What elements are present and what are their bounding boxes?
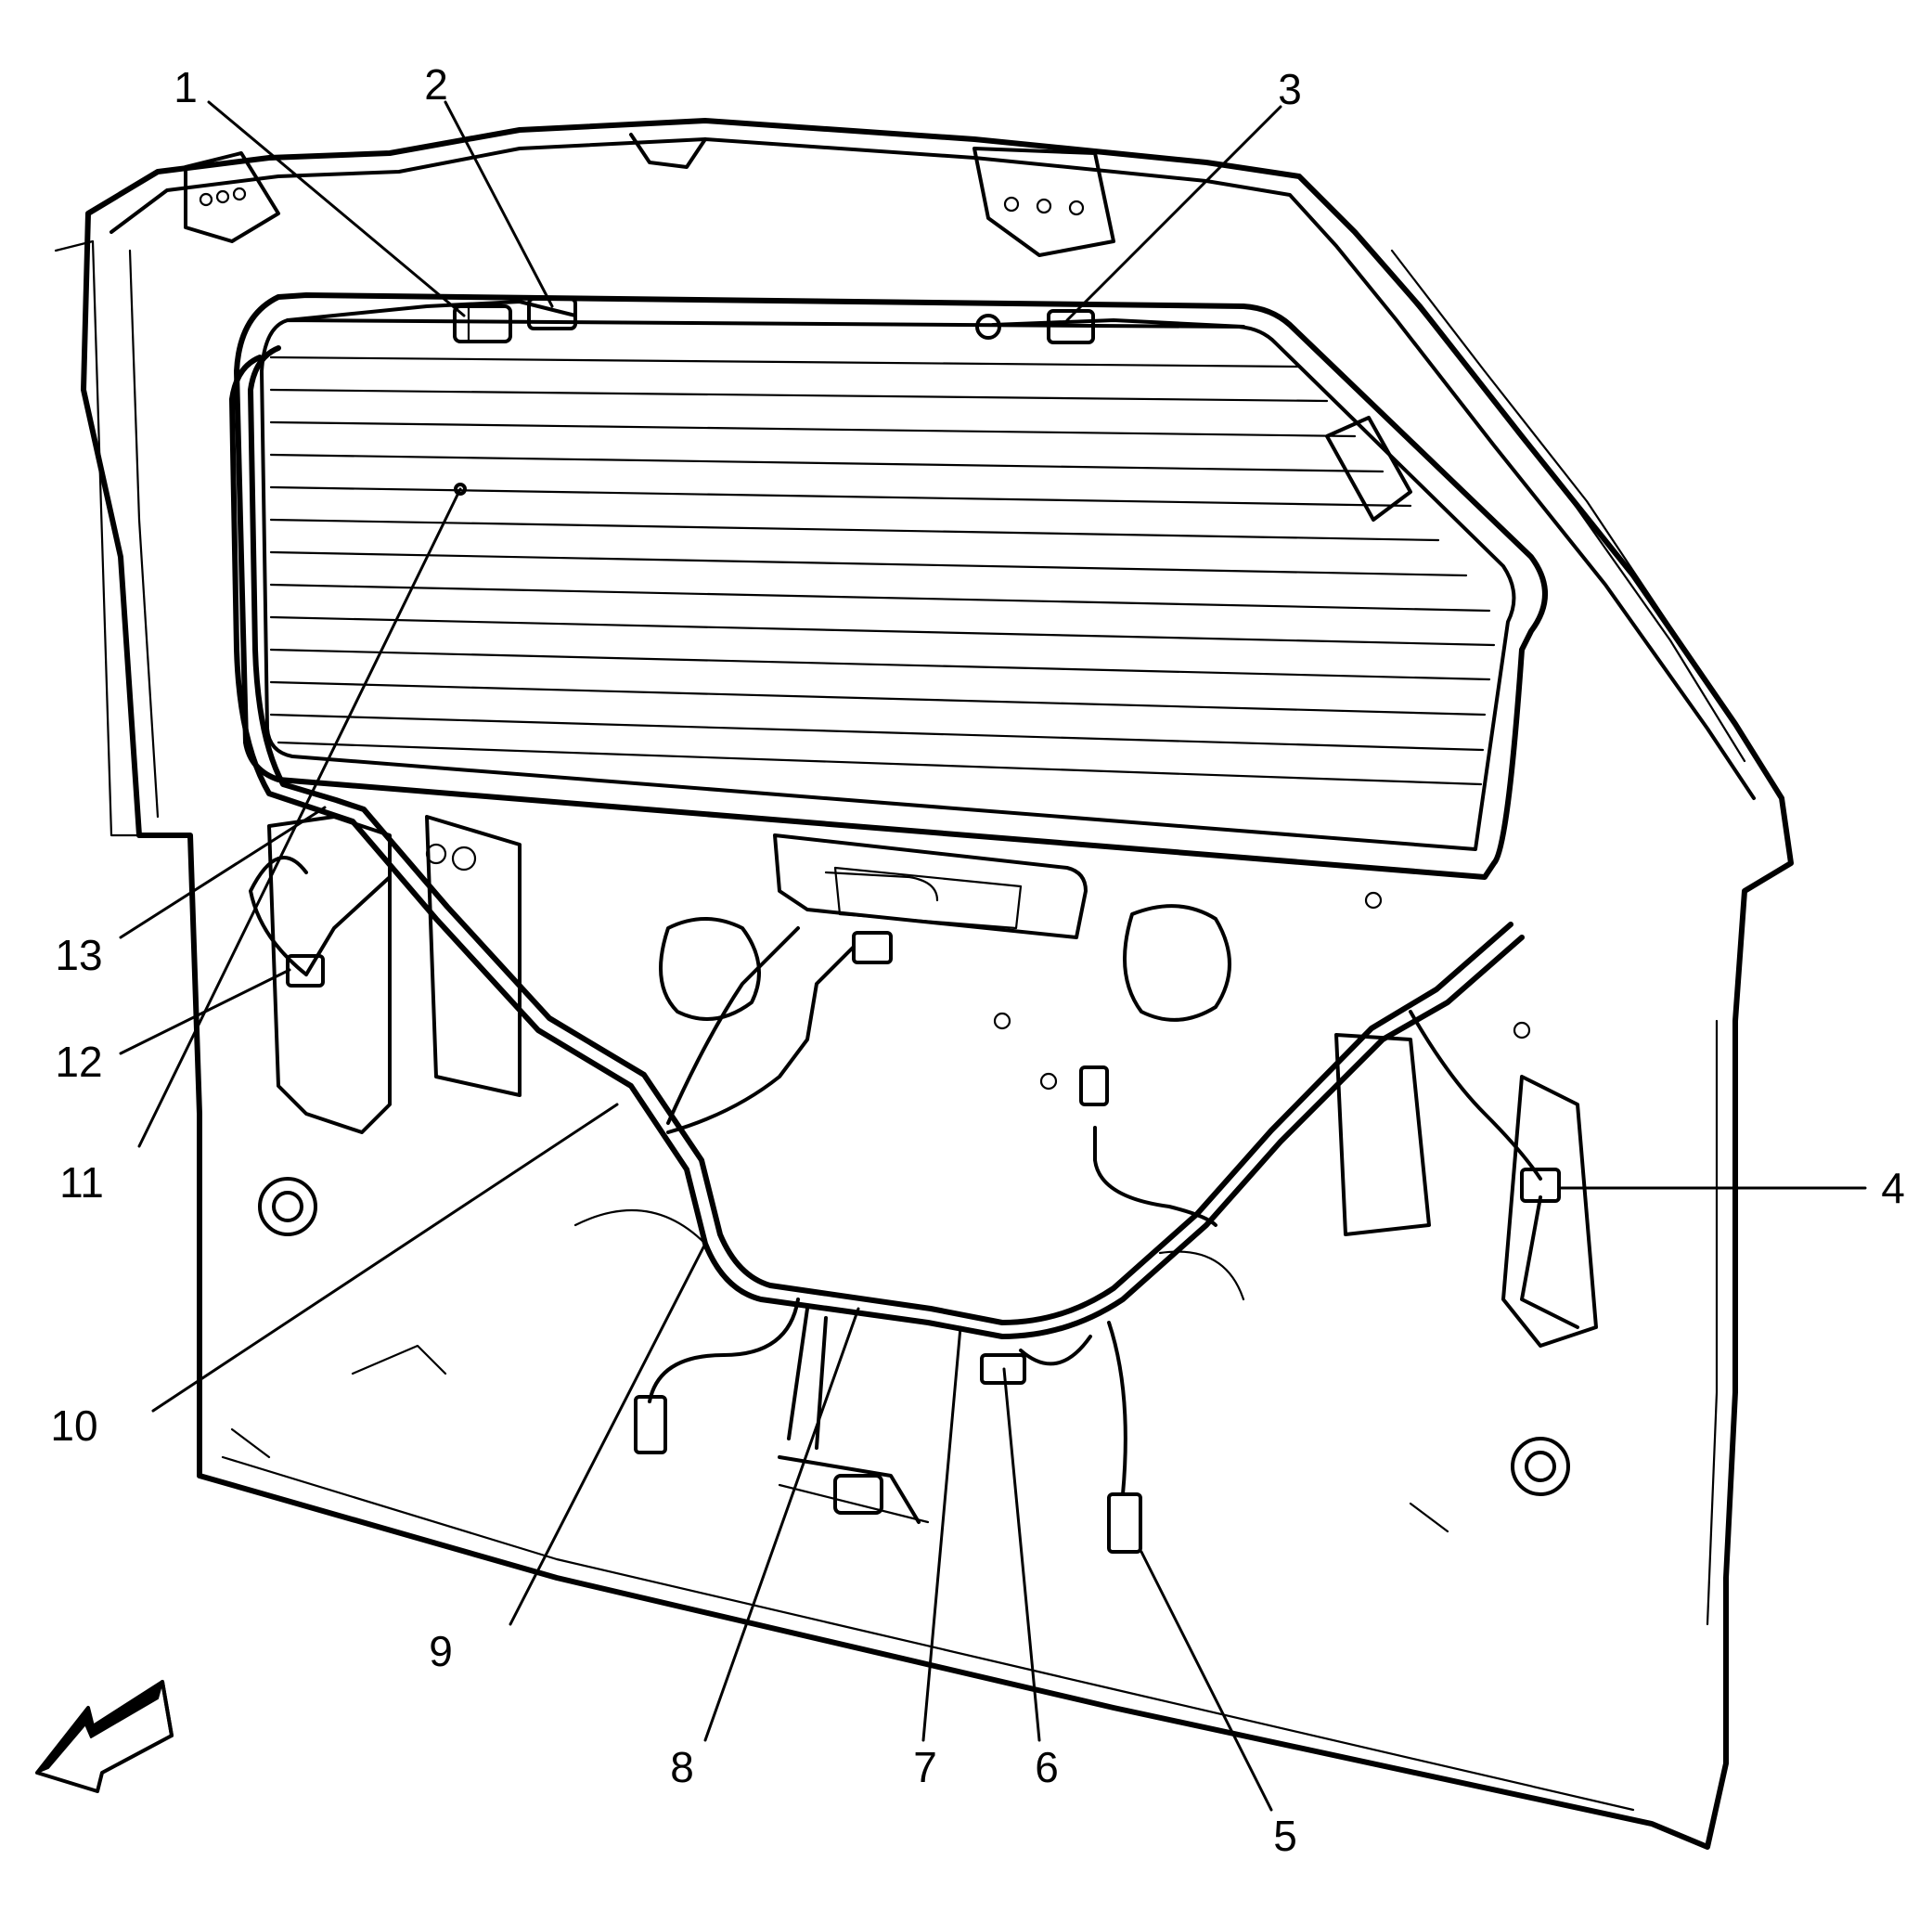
callout-8: 8 xyxy=(670,1743,694,1791)
callout-6: 6 xyxy=(1035,1743,1059,1791)
hinge-bracket-left xyxy=(184,151,280,243)
defroster-grid-lines xyxy=(269,355,1496,786)
callout-3: 3 xyxy=(1278,65,1302,113)
front-direction-arrow-icon xyxy=(35,1680,174,1793)
callout-2: 2 xyxy=(424,60,448,109)
rear-window-glass xyxy=(234,292,1548,880)
ground-clip xyxy=(980,1353,1026,1385)
callout-11: 11 xyxy=(59,1158,104,1207)
connector-3 xyxy=(975,309,1095,344)
liftgate-outer-panel xyxy=(54,118,1794,1850)
callout-leaders xyxy=(119,100,1867,1812)
inner-panel-features xyxy=(230,815,1598,1533)
callout-7: 7 xyxy=(913,1743,937,1791)
callout-5: 5 xyxy=(1273,1812,1297,1860)
callout-9: 9 xyxy=(429,1627,453,1675)
branch-right-lamp xyxy=(1409,1010,1579,1329)
branch-bottom-left xyxy=(634,1298,800,1454)
top-center-tab xyxy=(629,133,707,169)
branch-center-upper xyxy=(666,926,1217,1227)
callout-13: 13 xyxy=(55,931,102,979)
connector-2 xyxy=(527,297,577,330)
callout-4: 4 xyxy=(1881,1164,1905,1212)
harness-clip-11 xyxy=(454,483,467,496)
branch-bottom-center xyxy=(778,1307,921,1524)
hinge-bracket-right xyxy=(972,147,1115,257)
branch-bottom-right xyxy=(1019,1321,1142,1554)
callout-1: 1 xyxy=(174,63,198,111)
callout-labels: 1 2 3 4 5 6 7 8 9 10 11 12 13 xyxy=(50,60,1904,1860)
connector-1 xyxy=(453,304,512,343)
callout-10: 10 xyxy=(50,1401,97,1450)
glass-hinge-plate xyxy=(1325,416,1412,522)
callout-12: 12 xyxy=(55,1038,102,1086)
